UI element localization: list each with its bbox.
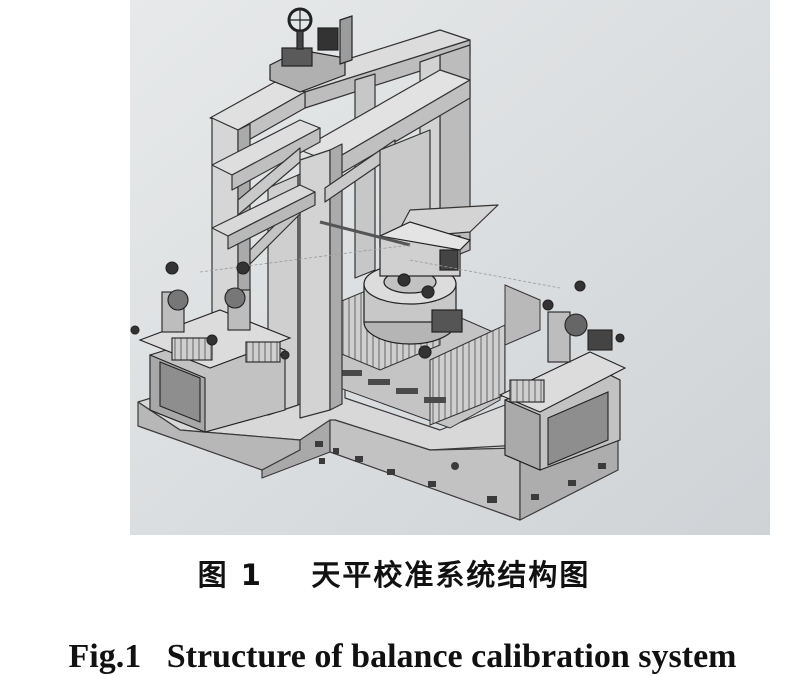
balance-calibration-system-illustration [130, 0, 770, 535]
figure-caption-english: Fig.1 Structure of balance calibration s… [0, 600, 788, 676]
caption-en-text: Structure of balance calibration system [166, 638, 737, 675]
right-loading-unit [498, 280, 627, 471]
caption-cn-text: 天平校准系统结构图 [311, 558, 591, 592]
caption-cn-label: 图 1 [197, 558, 263, 592]
left-loading-unit [130, 261, 292, 433]
caption-en-label: Fig.1 [68, 638, 142, 675]
top-handwheel-assembly [269, 7, 353, 93]
rotary-table [363, 221, 472, 359]
sting-shaft [319, 220, 411, 247]
figure-caption-chinese: 图 1 天平校准系统结构图 [0, 552, 788, 594]
